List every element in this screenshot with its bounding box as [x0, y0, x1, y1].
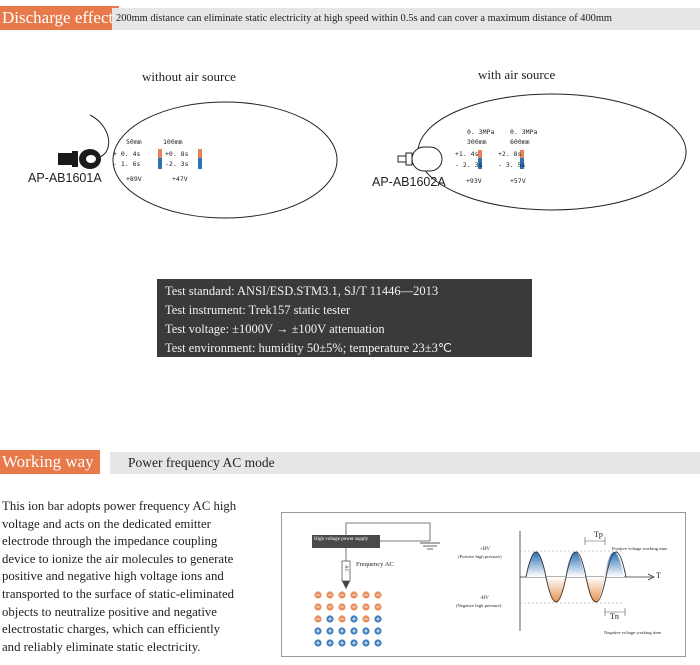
bar-blue-2 [520, 158, 524, 169]
with-air-source-diagram [397, 93, 687, 211]
positive-working-time-label: Positive voltage working time [612, 546, 668, 551]
without-dist-100: 100mm [163, 138, 183, 146]
bar-blue-1 [478, 158, 482, 169]
working-principle-diagram: High voltage power supply AC Frequency A… [281, 512, 686, 657]
working-way-label: Working way [0, 450, 100, 474]
positive-hv-label: +HV [480, 547, 491, 552]
ion-bar-device-icon [397, 146, 443, 172]
with-pressure-1: 0. 3MPa [467, 128, 495, 136]
with-neg-time-2: - 3. 5s [498, 161, 526, 169]
discharge-effect-header: Discharge effect 200mm distance can elim… [0, 6, 700, 30]
positive-hv-sub: (Positive high pressure) [458, 554, 502, 559]
tn-label: Tn [610, 612, 619, 621]
bar-blue-2 [198, 158, 202, 169]
without-voltage-1: +89V [126, 175, 142, 183]
bar-blue-1 [158, 158, 162, 169]
bar-red-1 [158, 149, 162, 158]
ion-grid [314, 591, 382, 647]
with-pos-time-2: +2. 8s [498, 150, 522, 158]
with-pressure-2: 0. 3MPa [510, 128, 538, 136]
with-voltage-2: +57V [510, 177, 526, 185]
without-air-source-diagram [58, 101, 338, 219]
with-pos-time-1: +1. 4s [455, 150, 479, 158]
discharge-area-ellipse [112, 101, 338, 219]
without-neg-time-2: -2. 3s [165, 160, 189, 168]
without-dist-50: 50mm [126, 138, 142, 146]
ion-bar-device-icon [58, 114, 110, 169]
working-way-mode: Power frequency AC mode [110, 452, 700, 474]
without-pos-time-2: +0. 8s [165, 150, 189, 158]
negative-hv-label: -HV [480, 596, 489, 601]
without-air-source-title: without air source [142, 69, 236, 84]
working-principle-svg [312, 522, 655, 647]
model-ap-ab1601a: AP-AB1601A [28, 171, 102, 185]
tp-label: Tp [594, 530, 603, 539]
without-voltage-2: +47V [172, 175, 188, 183]
working-way-header: Working way Power frequency AC mode [0, 450, 700, 474]
negative-half-waves [546, 577, 605, 602]
working-way-description: This ion bar adopts power frequency AC h… [2, 499, 237, 654]
with-dist-300: 300mm [467, 138, 487, 146]
with-voltage-1: +93V [466, 177, 482, 185]
with-neg-time-1: - 2. 3s [455, 161, 483, 169]
bar-red-2 [198, 149, 202, 158]
without-pos-time-1: + 0. 4s [113, 150, 141, 158]
without-neg-time-1: - 1. 6s [113, 160, 141, 168]
frequency-ac-label: Frequency AC [356, 561, 394, 568]
power-supply-box [312, 535, 380, 548]
test-voltage: Test voltage: ±1000V → ±100V attenuation [165, 322, 385, 336]
test-instrument: Test instrument: Trek157 static tester [165, 303, 351, 317]
sine-wave [525, 551, 627, 603]
negative-hv-sub: (Negative high pressure) [456, 603, 502, 608]
negative-working-time-label: Negative voltage working time [604, 630, 662, 635]
test-standard: Test standard: ANSI/ESD.STM3.1, SJ/T 114… [165, 284, 439, 298]
test-environment: Test environment: humidity 50±5%; temper… [165, 341, 452, 355]
test-conditions-box: Test standard: ANSI/ESD.STM3.1, SJ/T 114… [157, 279, 532, 357]
power-supply-label: High voltage power supply [314, 537, 369, 542]
bar-red-1 [478, 150, 482, 158]
bar-red-2 [520, 150, 524, 158]
discharge-effect-label: Discharge effect [0, 6, 120, 30]
discharge-effect-description: 200mm distance can eliminate static elec… [112, 8, 700, 30]
t-label: T [656, 571, 661, 580]
with-air-source-title: with air source [478, 67, 556, 82]
ac-label: AC [343, 565, 348, 572]
model-ap-ab1602a: AP-AB1602A [372, 175, 446, 189]
with-dist-600: 600mm [510, 138, 530, 146]
